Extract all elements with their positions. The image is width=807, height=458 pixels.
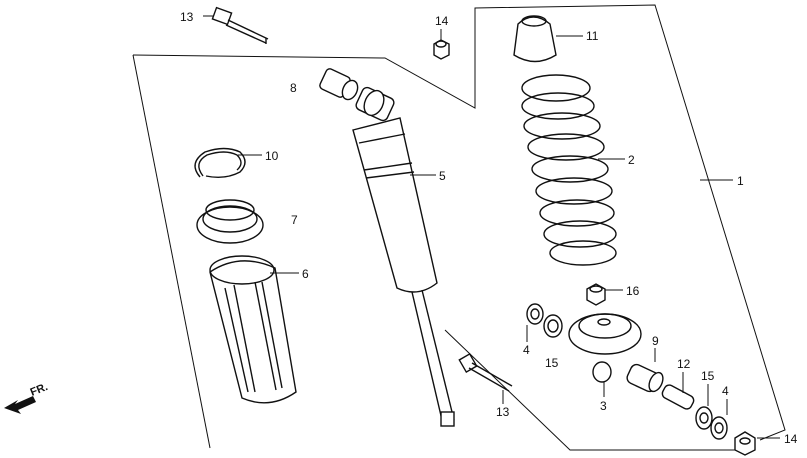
callout-16: 16 <box>626 284 640 298</box>
washers-right <box>695 406 728 440</box>
bump-cap <box>513 15 557 63</box>
damper <box>352 86 455 427</box>
circlip <box>194 147 246 179</box>
callout-14: 14 <box>784 432 798 446</box>
lower-bolt <box>458 352 513 392</box>
callout-11: 12 <box>677 357 691 371</box>
callout-7: 7 <box>291 213 298 227</box>
front-direction-label: FR. <box>29 381 50 399</box>
callout-4: 4 <box>523 343 530 357</box>
assembly-outline <box>132 4 786 451</box>
callout-8: 8 <box>290 81 297 95</box>
front-direction-arrow: FR. <box>4 381 50 414</box>
collar <box>661 384 695 410</box>
lower-bushing <box>626 363 664 393</box>
callout-1: 1 <box>737 174 744 188</box>
callout-5: 5 <box>439 169 446 183</box>
callout-6: 6 <box>302 267 309 281</box>
upper-bolt <box>211 6 269 44</box>
callout-15: 15 <box>701 369 715 383</box>
callout-labels: 13 14 11 8 2 1 10 5 7 6 16 4 15 9 12 15 … <box>180 10 798 446</box>
callout-4: 4 <box>722 384 729 398</box>
callout-15: 15 <box>545 356 559 370</box>
callout-9: 9 <box>652 334 659 348</box>
lower-mount <box>568 313 642 383</box>
callout-14: 14 <box>435 14 449 28</box>
washers-left <box>526 303 563 338</box>
upper-nut <box>433 39 450 60</box>
bushing <box>319 68 359 101</box>
callout-13: 13 <box>496 405 510 419</box>
spring-seat <box>196 199 264 244</box>
lower-nut <box>734 431 756 456</box>
small-nut <box>586 283 606 306</box>
callout-3: 3 <box>600 399 607 413</box>
leader-lines <box>203 15 780 439</box>
callout-13: 13 <box>180 10 194 24</box>
coil-spring <box>521 74 617 266</box>
callout-10: 10 <box>265 149 279 163</box>
callout-12: 11 <box>586 29 599 43</box>
spring-guide <box>209 255 297 404</box>
callout-2: 2 <box>628 153 635 167</box>
